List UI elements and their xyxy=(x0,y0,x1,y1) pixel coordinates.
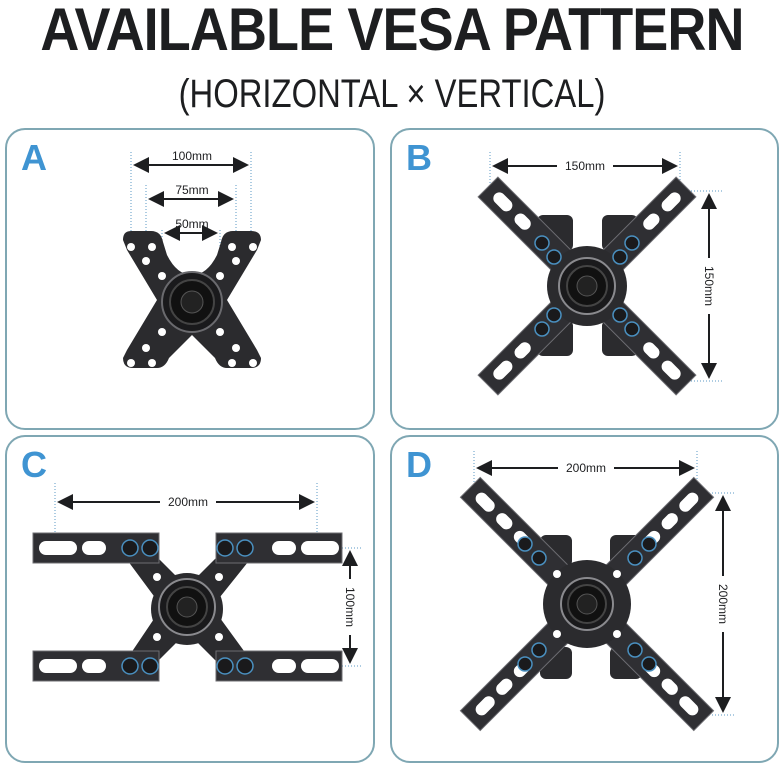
dim-horizontal: 200mm xyxy=(566,461,606,475)
vesa-plate-c-illustration: 200mm 100mm xyxy=(32,483,362,682)
vesa-plate-d-illustration: 200mm 200mm xyxy=(459,451,734,732)
panel-d: 200mm 200mm D xyxy=(390,435,779,763)
panel-letter-c: C xyxy=(21,444,47,485)
panel-letter-b: B xyxy=(406,137,432,178)
page-subtitle: (HORIZONTAL × VERTICAL) xyxy=(178,72,606,116)
dim-vertical: 200mm xyxy=(716,584,730,624)
panel-a: 100mm 75mm 50mm A xyxy=(5,128,375,430)
vesa-plate-a-illustration: 100mm 75mm 50mm xyxy=(123,149,261,368)
panel-c: 200mm 100mm C xyxy=(5,435,375,763)
dim-vertical: 100mm xyxy=(343,587,357,627)
dim-75mm: 75mm xyxy=(175,183,208,197)
panel-letter-d: D xyxy=(406,444,432,485)
dim-horizontal: 200mm xyxy=(168,495,208,509)
dim-100mm: 100mm xyxy=(172,149,212,163)
dim-50mm: 50mm xyxy=(175,217,208,231)
dim-vertical: 150mm xyxy=(702,266,716,306)
vesa-plate-b-illustration: 150mm 150mm xyxy=(477,152,722,396)
page-title: AVAILABLE VESA PATTERN xyxy=(40,0,744,63)
dim-horizontal: 150mm xyxy=(565,159,605,173)
panel-letter-a: A xyxy=(21,137,47,178)
panel-b: 150mm 150mm B xyxy=(390,128,779,430)
